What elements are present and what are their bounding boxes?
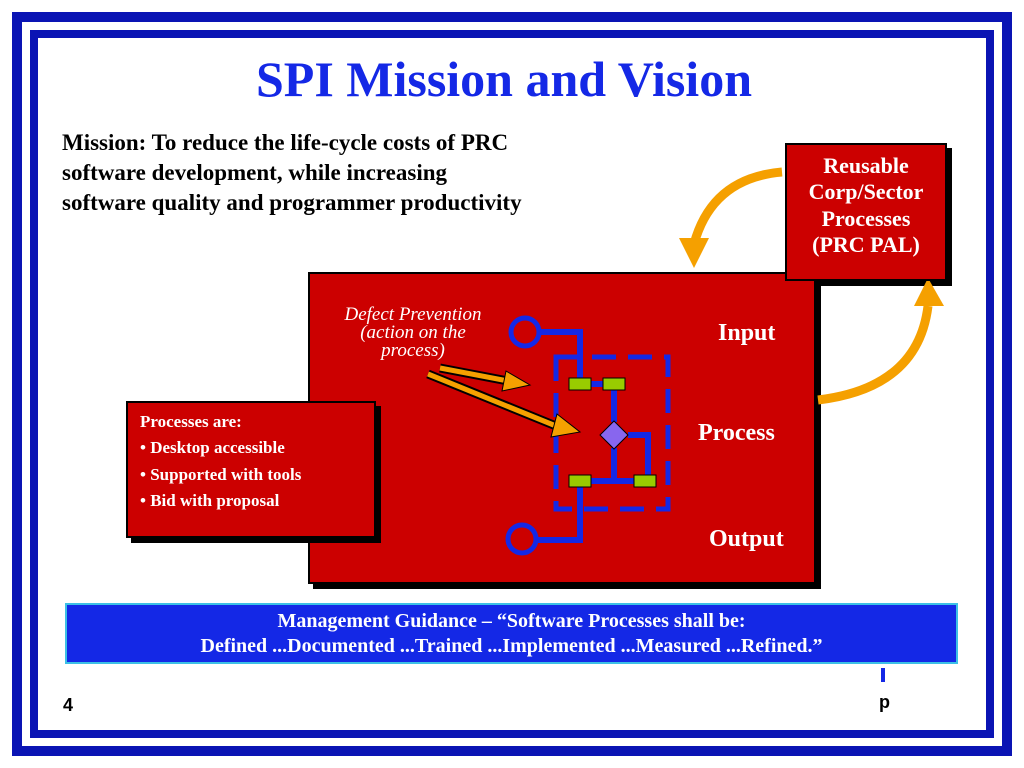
curved-arrow-diagram-to-pal xyxy=(817,305,933,405)
pal-line: Reusable xyxy=(823,153,909,178)
process-node-icon xyxy=(568,474,592,488)
curved-arrow-pal-to-diagram xyxy=(689,167,783,246)
defect-line: process) xyxy=(381,340,445,362)
pal-line: Corp/Sector xyxy=(808,179,924,205)
processes-heading: Processes are: xyxy=(140,412,242,431)
page-number: 4 xyxy=(63,695,74,715)
output-flow-line xyxy=(538,448,617,543)
process-node-icon xyxy=(633,474,657,488)
defect-line: (action on the xyxy=(360,322,466,344)
mission-statement: Mission: To reduce the life-cycle costs … xyxy=(62,130,522,215)
management-guidance-banner: Management Guidance – “Software Processe… xyxy=(65,603,958,664)
decision-diamond-icon xyxy=(599,420,629,450)
management-line: Defined ...Documented ...Trained ...Impl… xyxy=(200,635,823,657)
corner-logo-bar xyxy=(881,668,885,682)
output-node-icon xyxy=(505,522,539,556)
defect-prevention-label: Defect Prevention (action on the process… xyxy=(318,304,508,362)
corner-logo-letter: p xyxy=(879,692,890,712)
output-label: Output xyxy=(709,526,784,552)
slide-title: SPI Mission and Vision xyxy=(255,51,753,107)
processes-item: • Supported with tools xyxy=(140,464,302,484)
pal-line: (PRC PAL) xyxy=(812,232,920,258)
arrow-head-right-icon xyxy=(550,413,582,438)
input-label: Input xyxy=(718,320,776,346)
process-node-icon xyxy=(602,377,626,391)
feedback-flow-line xyxy=(614,432,651,484)
process-node-icon xyxy=(568,377,592,391)
processes-box: Processes are: • Desktop accessible • Su… xyxy=(126,401,376,538)
arrow-head-up-icon xyxy=(914,278,944,306)
processes-item: • Bid with proposal xyxy=(140,491,280,511)
input-node-icon xyxy=(508,315,542,349)
pal-line: Processes xyxy=(821,205,911,231)
reusable-processes-box: Reusable Corp/Sector Processes (PRC PAL) xyxy=(785,143,947,281)
processes-item: • Desktop accessible xyxy=(140,438,285,458)
management-line: Management Guidance – “Software Processe… xyxy=(277,610,746,632)
arrow-head-down-icon xyxy=(679,238,709,268)
process-label: Process xyxy=(698,420,775,446)
defect-arrow-2 xyxy=(427,371,557,429)
defect-line: Defect Prevention xyxy=(344,304,482,325)
arrow-head-right-icon xyxy=(501,370,532,392)
defect-arrow-1 xyxy=(439,365,509,384)
input-flow-line xyxy=(538,329,583,384)
